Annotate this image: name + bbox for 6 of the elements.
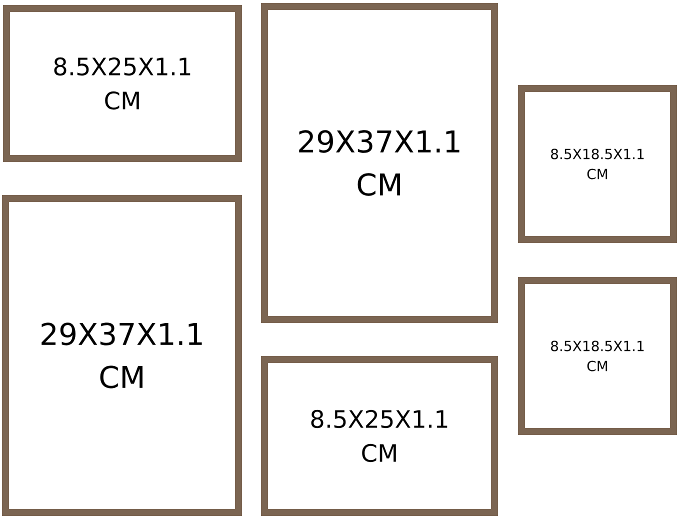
frame-box: 29X37X1.1 CM xyxy=(261,3,498,323)
frame-box: 8.5X18.5X1.1 CM xyxy=(518,277,677,435)
frame-box: 8.5X25X1.1 CM xyxy=(261,356,498,516)
frame-box: 8.5X18.5X1.1 CM xyxy=(518,85,677,243)
frame-box: 8.5X25X1.1 CM xyxy=(3,5,242,162)
frame-box: 29X37X1.1 CM xyxy=(2,195,242,516)
